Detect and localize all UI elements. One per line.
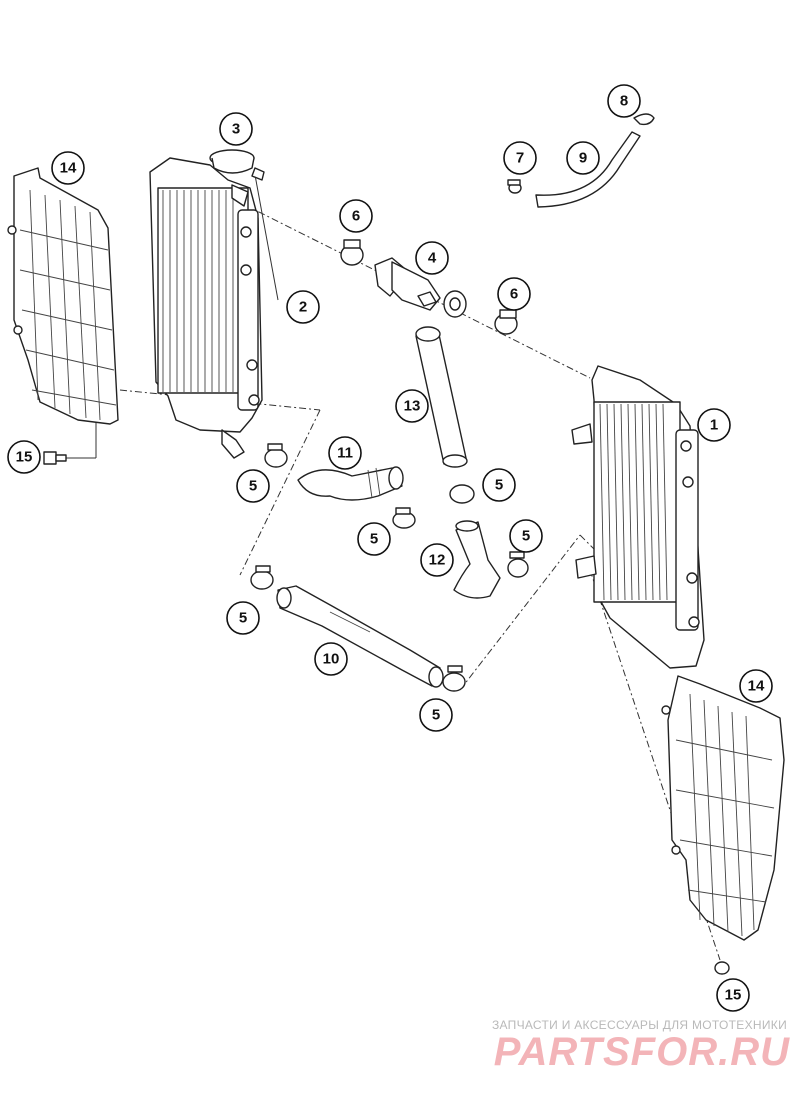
left-radiator	[149, 157, 263, 459]
callout-3: 3	[219, 112, 253, 146]
radiator-cap	[209, 149, 265, 207]
svg-text:12: 12	[429, 552, 446, 569]
hose-clamp-upper-left	[340, 239, 364, 266]
callout-14-a: 14	[51, 151, 85, 185]
callout-5-b: 5	[482, 468, 516, 502]
hose-clamp-5-a	[264, 443, 288, 468]
watermark-tagline: ЗАПЧАСТИ И АКСЕССУАРЫ ДЛЯ МОТОТЕХНИКИ	[491, 1018, 787, 1032]
callout-15-a: 15	[7, 440, 41, 474]
svg-text:14: 14	[60, 160, 77, 177]
svg-text:7: 7	[516, 150, 524, 167]
callout-11: 11	[328, 436, 362, 470]
screw-right	[714, 961, 730, 975]
callout-6-a: 6	[339, 199, 373, 233]
svg-text:5: 5	[239, 610, 247, 627]
svg-text:6: 6	[352, 208, 360, 225]
svg-text:11: 11	[337, 445, 353, 462]
upper-hose	[415, 326, 468, 468]
right-radiator-guard	[661, 675, 785, 941]
callout-6-b: 6	[497, 277, 531, 311]
svg-text:5: 5	[522, 528, 530, 545]
svg-text:14: 14	[748, 678, 765, 695]
callout-5-d: 5	[509, 519, 543, 553]
callout-5-a: 5	[236, 469, 270, 503]
callout-15-b: 15	[716, 978, 750, 1012]
elbow-hose	[453, 520, 501, 599]
hose-clamp-5-d	[507, 551, 529, 578]
svg-text:13: 13	[404, 398, 421, 415]
small-hose-clamp	[507, 179, 522, 194]
svg-text:5: 5	[495, 477, 503, 494]
callout-1: 1	[697, 408, 731, 442]
breather-hose	[535, 131, 641, 208]
hose-clamp-5-c	[392, 507, 416, 529]
svg-text:10: 10	[323, 651, 340, 668]
callout-5-f: 5	[419, 698, 453, 732]
callout-2: 2	[286, 290, 320, 324]
hose-clamp-5-b	[449, 484, 475, 504]
svg-text:5: 5	[432, 707, 440, 724]
svg-text:6: 6	[510, 286, 518, 303]
lower-hose	[276, 585, 444, 688]
svg-text:5: 5	[249, 478, 257, 495]
callout-5-e: 5	[226, 601, 260, 635]
hose-clamp-5-e	[250, 565, 274, 590]
svg-text:15: 15	[16, 449, 33, 466]
svg-text:1: 1	[710, 417, 718, 434]
screw-left	[43, 451, 67, 465]
hose-coupler-assembly	[374, 257, 467, 318]
right-radiator	[571, 365, 705, 669]
callout-5-c: 5	[357, 522, 391, 556]
svg-text:3: 3	[232, 121, 240, 138]
left-radiator-guard	[7, 167, 119, 425]
callout-9: 9	[566, 141, 600, 175]
callout-7: 7	[503, 141, 537, 175]
callout-13: 13	[395, 389, 429, 423]
callout-14-b: 14	[739, 669, 773, 703]
svg-text:15: 15	[725, 987, 742, 1004]
hose-clamp-5-f	[442, 665, 466, 692]
svg-text:9: 9	[579, 150, 587, 167]
hose-clip	[633, 113, 655, 126]
callout-10: 10	[314, 642, 348, 676]
callout-12: 12	[420, 543, 454, 577]
svg-text:2: 2	[299, 299, 307, 316]
svg-text:8: 8	[620, 93, 628, 110]
watermark-logo: PARTSFOR.RU	[493, 1030, 790, 1074]
svg-text:5: 5	[370, 531, 378, 548]
hose-clamp-upper-right	[494, 309, 518, 335]
curved-hose-left	[297, 466, 404, 501]
svg-text:4: 4	[428, 250, 437, 267]
callout-4: 4	[415, 241, 449, 275]
callout-8: 8	[607, 84, 641, 118]
